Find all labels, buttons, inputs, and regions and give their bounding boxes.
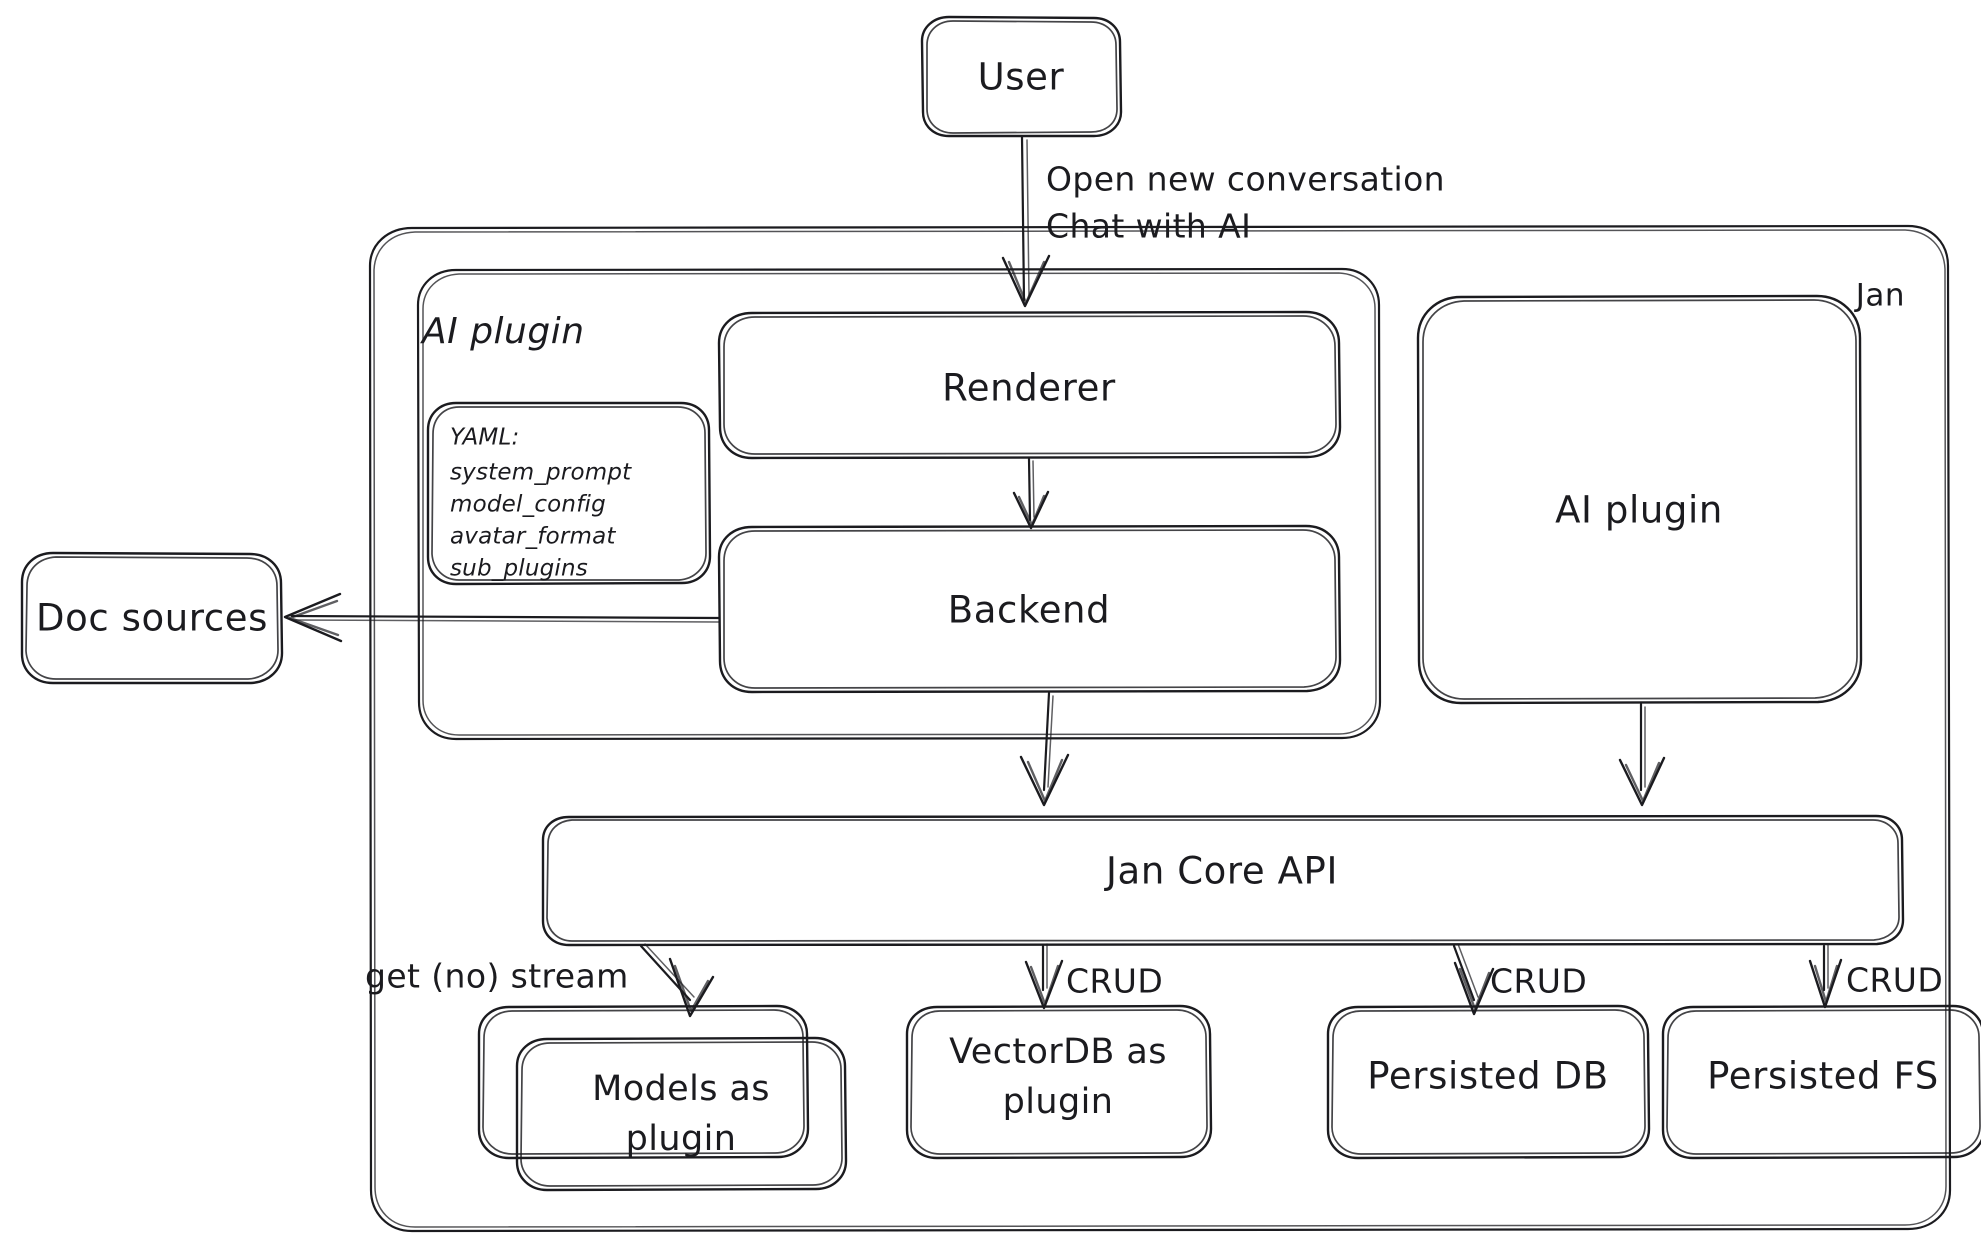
edge-renderer-to-backend <box>1012 457 1050 530</box>
yaml-item-2: avatar_format <box>450 524 616 550</box>
edge-backend-to-jan-core-api <box>1019 691 1070 807</box>
edge-to-models-label: get (no) stream <box>365 957 629 996</box>
node-vectordb-as-plugin-label-line1: VectorDB as <box>949 1032 1167 1072</box>
node-models-as-plugin-label-line2: plugin <box>626 1119 737 1159</box>
edge-jan-core-api-to-persisted-fs <box>1808 943 1843 1009</box>
node-renderer[interactable]: Renderer <box>717 310 1342 460</box>
yaml-item-3: sub_plugins <box>450 556 588 582</box>
edge-user-to-renderer-label-line2: Chat with AI <box>1046 207 1251 246</box>
node-persisted-fs-label: Persisted FS <box>1707 1055 1939 1098</box>
node-doc-sources-label: Doc sources <box>36 597 268 640</box>
edge-jan-core-api-to-persisted-db <box>1452 943 1495 1016</box>
node-ai-plugin[interactable]: AI plugin <box>1416 294 1863 705</box>
node-vectordb-as-plugin-label-line2: plugin <box>1003 1082 1114 1122</box>
edge-jan-core-api-to-models <box>639 943 715 1018</box>
node-models-as-plugin-label-line1: Models as <box>592 1069 770 1109</box>
container-ai-plugin-group-label: AI plugin <box>420 311 585 352</box>
edge-to-vectordb-label: CRUD <box>1066 962 1163 1001</box>
card-yaml: YAML: system_prompt model_config avatar_… <box>426 401 712 586</box>
node-persisted-fs[interactable]: Persisted FS <box>1661 1004 1981 1160</box>
node-persisted-db[interactable]: Persisted DB <box>1326 1004 1651 1160</box>
yaml-item-1: model_config <box>450 492 606 518</box>
edge-user-to-renderer <box>1001 135 1051 308</box>
edge-to-persisted-db-label: CRUD <box>1490 962 1587 1001</box>
node-vectordb-as-plugin[interactable]: VectorDB as plugin <box>905 1004 1213 1160</box>
yaml-item-0: system_prompt <box>450 460 632 486</box>
node-user[interactable]: User <box>920 15 1123 138</box>
yaml-header: YAML: <box>450 425 519 451</box>
node-doc-sources[interactable]: Doc sources <box>20 551 284 685</box>
edge-user-to-renderer-label-line1: Open new conversation <box>1046 160 1445 199</box>
edge-jan-core-api-to-vectordb <box>1024 943 1064 1010</box>
container-jan-label: Jan <box>1854 278 1905 314</box>
node-backend[interactable]: Backend <box>717 524 1342 694</box>
container-jan <box>368 224 1952 1233</box>
node-jan-core-api[interactable]: Jan Core API <box>541 814 1905 947</box>
node-persisted-db-label: Persisted DB <box>1367 1055 1608 1098</box>
edge-ai-plugin-to-jan-core-api <box>1618 702 1666 807</box>
edge-to-persisted-fs-label: CRUD <box>1846 961 1943 1000</box>
node-user-label: User <box>978 56 1065 99</box>
node-models-as-plugin[interactable]: Models as plugin <box>477 1004 848 1192</box>
container-ai-plugin-group <box>416 267 1382 741</box>
node-ai-plugin-label: AI plugin <box>1555 489 1723 532</box>
node-renderer-label: Renderer <box>942 367 1116 410</box>
node-jan-core-api-label: Jan Core API <box>1104 850 1338 893</box>
node-backend-label: Backend <box>948 589 1110 632</box>
edge-backend-to-doc-sources <box>283 592 721 643</box>
